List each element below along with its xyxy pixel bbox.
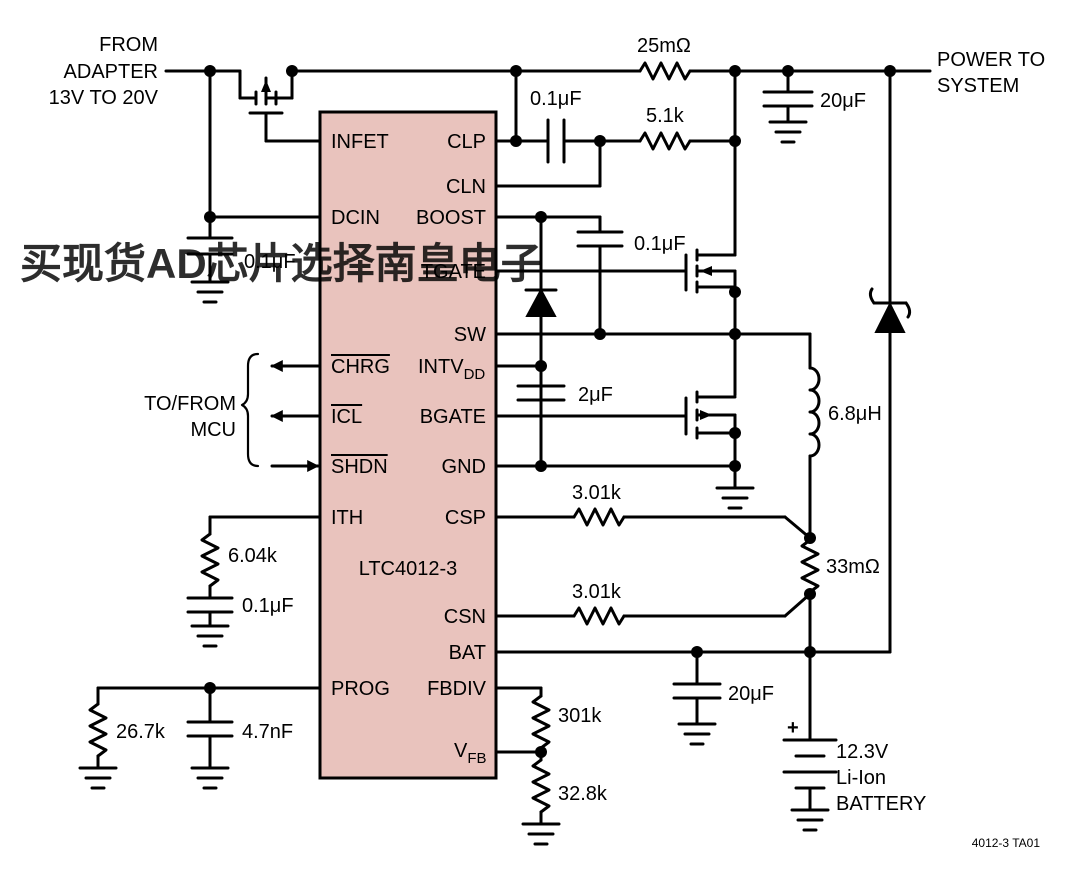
pin-dcin-label: DCIN xyxy=(331,207,380,229)
c-bat-value: 20μF xyxy=(728,683,774,705)
system-label-line1: POWER TO xyxy=(937,49,1045,71)
pin-bat-label: BAT xyxy=(449,642,486,664)
r-fb-top-value: 301k xyxy=(558,705,602,727)
pin-shdn-label: SHDN xyxy=(331,456,388,478)
prog-network xyxy=(78,686,322,790)
pin-ith-label: ITH xyxy=(331,507,363,529)
charge-sense-network xyxy=(494,507,820,742)
bottom-fet xyxy=(494,332,755,510)
r-prog-value: 26.7k xyxy=(116,721,166,743)
sw-node xyxy=(494,332,821,520)
c-boost-value: 0.1μF xyxy=(634,233,686,255)
battery-label-line1: 12.3V xyxy=(836,741,889,763)
battery-label-line3: BATTERY xyxy=(836,793,926,815)
junction-dots xyxy=(204,65,896,758)
ic-body xyxy=(318,110,498,780)
output-capacitor xyxy=(762,69,814,144)
pin-fbdiv-label: FBDIV xyxy=(427,678,487,700)
r-csn-value: 3.01k xyxy=(572,581,622,603)
r-fb-bottom-value: 32.8k xyxy=(558,783,608,805)
ic-part-number: LTC4012-3 xyxy=(359,558,458,580)
pin-cln-label: CLN xyxy=(446,176,486,198)
r-csp-value: 3.01k xyxy=(572,482,622,504)
pin-boost-label: BOOST xyxy=(416,207,486,229)
intvdd-capacitor xyxy=(494,364,566,402)
pin-icl-label: ICL xyxy=(331,406,362,428)
r-input-sense-value: 25mΩ xyxy=(637,35,691,57)
adapter-label-line2: ADAPTER xyxy=(64,61,158,83)
dcin-branch xyxy=(186,69,322,304)
pin-vfb-label: VFB xyxy=(454,740,487,767)
adapter-label-line1: FROM xyxy=(99,34,158,56)
input-pfet xyxy=(238,69,322,143)
resistor-input-sense xyxy=(638,61,692,81)
pin-chrg-label: CHRG xyxy=(331,356,390,378)
r-clp-value: 5.1k xyxy=(646,105,685,127)
bat-line xyxy=(494,650,892,746)
feedback-divider xyxy=(494,686,561,846)
battery-label-line2: Li-Ion xyxy=(836,767,886,789)
inductor-value: 6.8μH xyxy=(828,403,882,425)
c-clp-value: 0.1μF xyxy=(530,88,582,110)
r-ith-value: 6.04k xyxy=(228,545,278,567)
watermark-text: 买现货AD芯片选择南皇电子 xyxy=(20,240,543,287)
mcu-label-line2: MCU xyxy=(190,419,236,441)
pin-infet-label: INFET xyxy=(331,131,389,153)
pin-tgate-label: TGATE xyxy=(421,261,486,283)
c-prog-value: 4.7nF xyxy=(242,721,293,743)
pin-prog-label: PROG xyxy=(331,678,390,700)
pin-gnd-label: GND xyxy=(442,456,486,478)
pin-csn-label: CSN xyxy=(444,606,486,628)
battery-plus-label: + xyxy=(787,717,799,739)
pin-csp-label: CSP xyxy=(445,507,486,529)
c-intvdd-value: 2μF xyxy=(578,384,613,406)
pin-clp-label: CLP xyxy=(447,131,486,153)
system-diode-path xyxy=(868,69,912,654)
pin-intvdd-label: INTVDD xyxy=(418,356,485,383)
ith-network xyxy=(186,515,322,648)
battery-symbol xyxy=(782,738,838,832)
pin-bgate-label: BGATE xyxy=(420,406,486,428)
c-out-value: 20μF xyxy=(820,90,866,112)
c-ith-value: 0.1μF xyxy=(242,595,294,617)
r-charge-sense-value: 33mΩ xyxy=(826,556,880,578)
figure-id: 4012-3 TA01 xyxy=(972,836,1041,850)
mcu-signals xyxy=(240,352,322,472)
pin-sw-label: SW xyxy=(454,324,486,346)
adapter-label-line3: 13V TO 20V xyxy=(49,87,159,109)
system-label-line2: SYSTEM xyxy=(937,75,1019,97)
c-dcin-value: 0.1μF xyxy=(244,251,296,273)
mcu-label-line1: TO/FROM xyxy=(144,393,236,415)
